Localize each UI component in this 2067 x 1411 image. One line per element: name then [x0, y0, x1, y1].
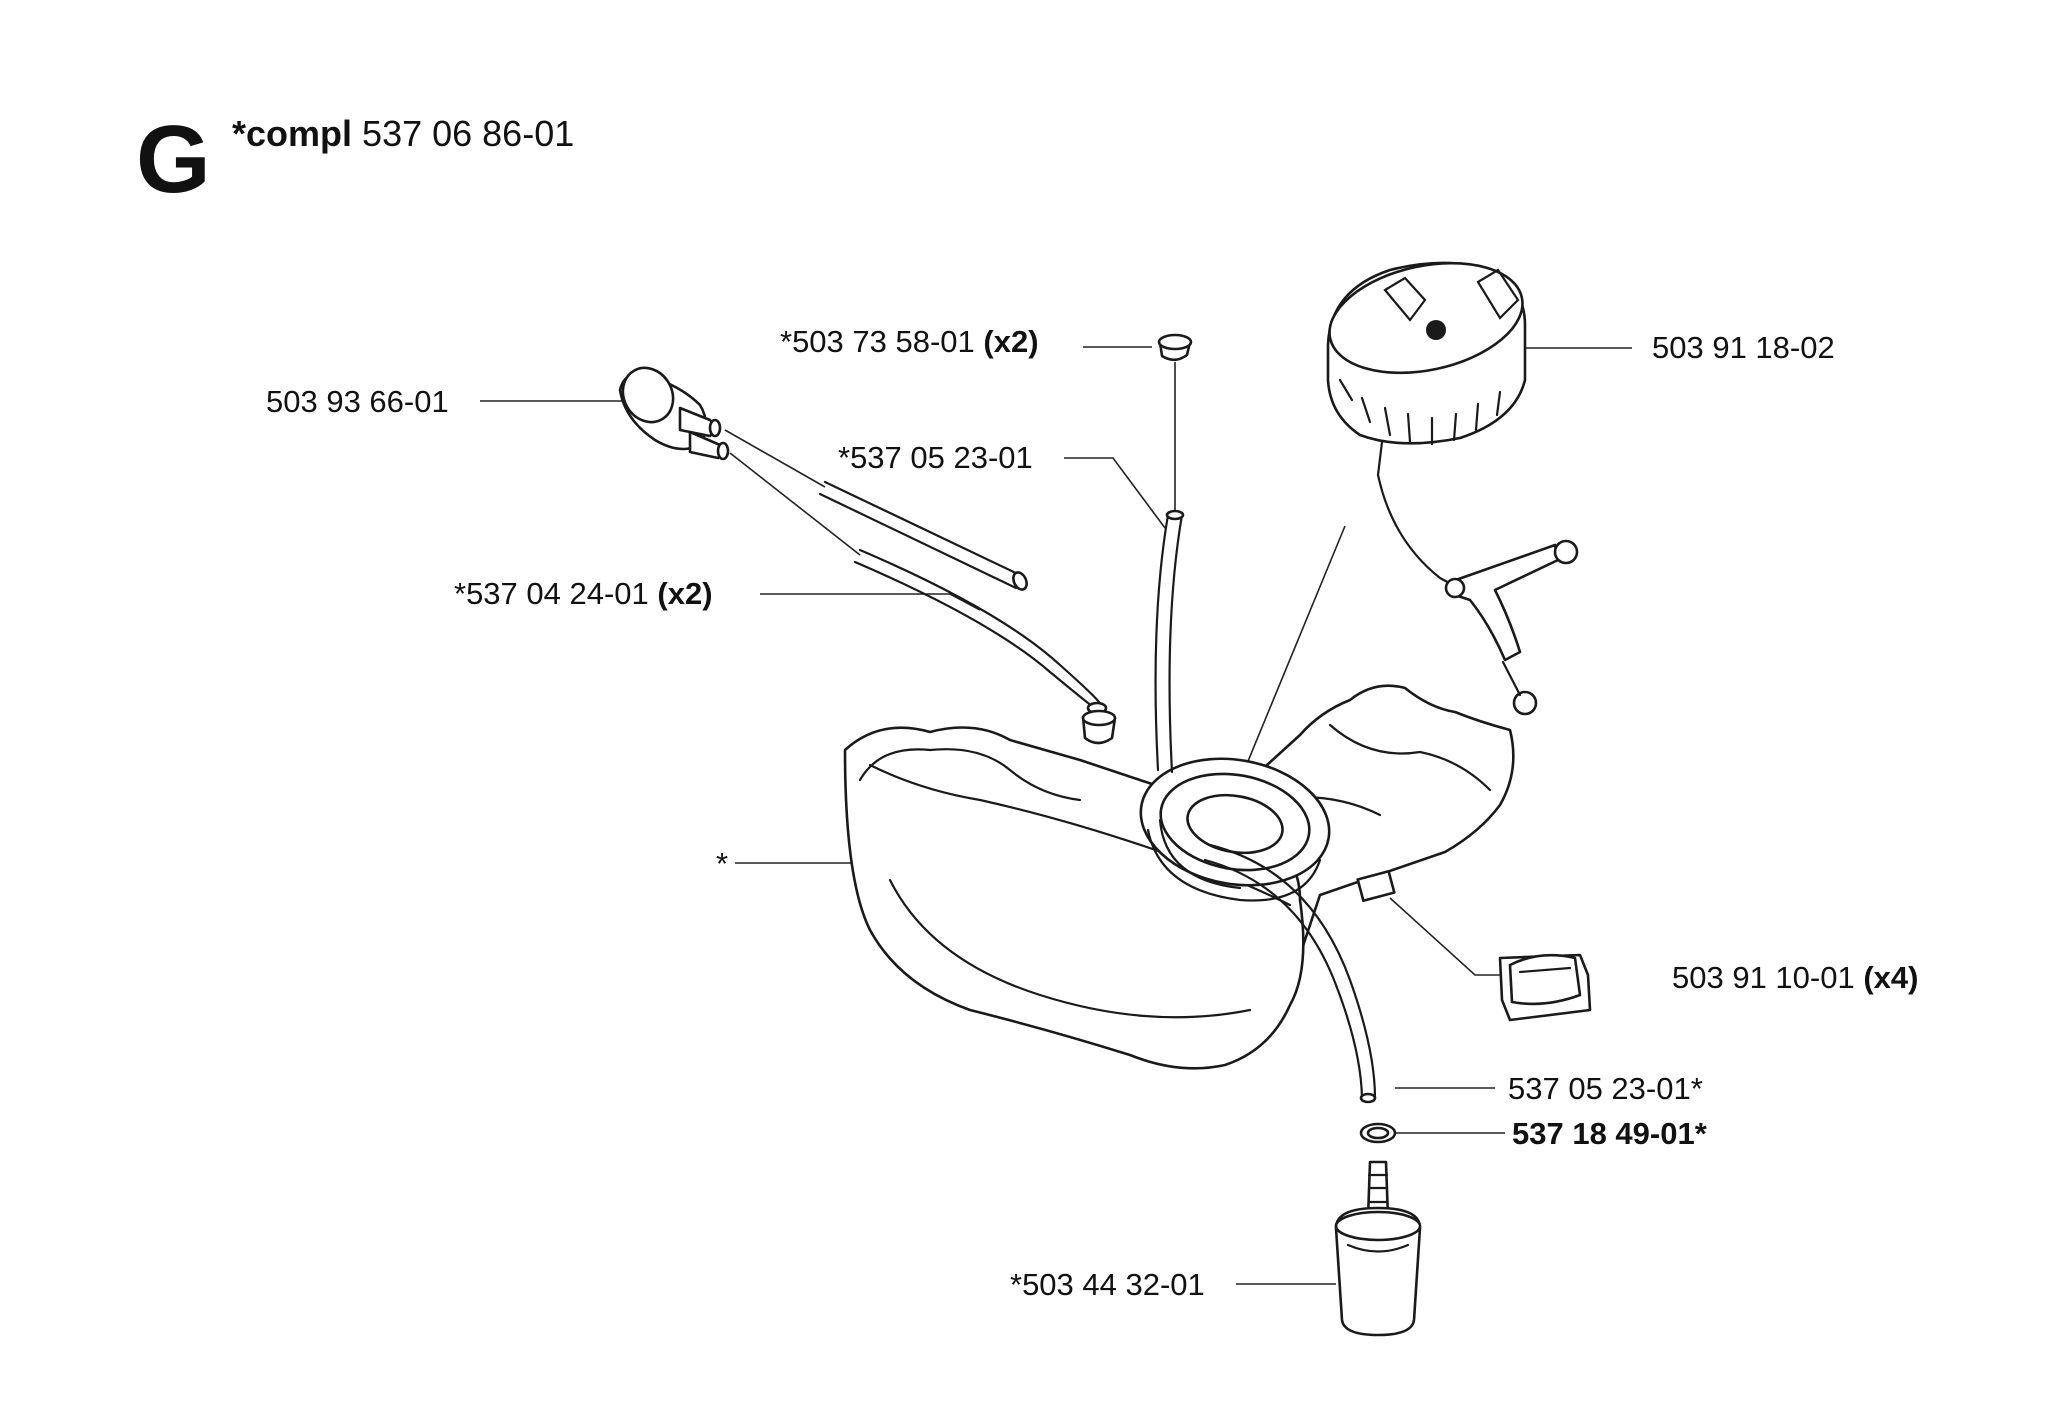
label-vent-hose: *537 05 23-01: [838, 440, 1033, 476]
label-hose-pair: *537 04 24-01 (x2): [454, 576, 713, 612]
part-number: 537 18 49-01*: [1512, 1116, 1707, 1151]
part-number: *503 73 58-01: [780, 324, 975, 359]
label-plug: *503 73 58-01 (x2): [780, 324, 1039, 360]
vent-hose: [1154, 509, 1185, 774]
part-number: *537 04 24-01: [454, 576, 649, 611]
hose-pair: [818, 480, 1117, 745]
leader-lines: [480, 346, 1632, 1285]
fuel-filter: [1334, 1160, 1422, 1337]
section-letter: G: [136, 106, 211, 213]
label-fuel-hose: 537 05 23-01*: [1508, 1071, 1703, 1107]
fuel-hose: [1203, 843, 1377, 1104]
part-qty: (x2): [983, 324, 1039, 359]
part-number: 503 91 10-01: [1672, 960, 1855, 995]
fuel-tank: [843, 684, 1515, 1070]
part-qty: (x4): [1863, 960, 1919, 995]
label-filter: *503 44 32-01: [1010, 1267, 1205, 1303]
o-ring: [1359, 1122, 1397, 1144]
part-number: 503 93 66-01: [266, 384, 449, 419]
complete-assembly-label: *compl 537 06 86-01: [232, 114, 574, 154]
label-grommet: 503 93 66-01: [266, 384, 449, 420]
compl-text: *compl: [232, 113, 353, 154]
label-tank: *: [716, 846, 728, 882]
plug-part: [1157, 333, 1193, 520]
part-number: *503 44 32-01: [1010, 1267, 1205, 1302]
fuel-cap: [1326, 261, 1579, 716]
label-cap: 503 91 18-02: [1652, 330, 1835, 366]
compl-number: 537 06 86-01: [362, 113, 575, 154]
part-qty: (x2): [657, 576, 713, 611]
label-damper: 503 91 10-01 (x4): [1672, 960, 1918, 996]
part-number: 537 05 23-01*: [1508, 1071, 1703, 1106]
damper-part: [1498, 953, 1592, 1022]
grommet-part: [618, 366, 861, 556]
part-number: *: [716, 846, 729, 881]
part-number: 503 91 18-02: [1652, 330, 1835, 365]
label-o-ring: 537 18 49-01*: [1512, 1116, 1707, 1152]
part-number: *537 05 23-01: [838, 440, 1033, 475]
